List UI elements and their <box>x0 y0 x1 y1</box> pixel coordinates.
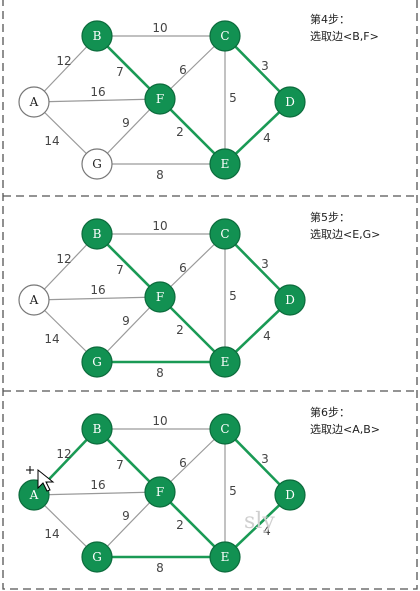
node-label-D: D <box>285 95 295 109</box>
step-description: 选取边<A,B> <box>310 423 380 436</box>
node-F <box>144 83 176 115</box>
edge-weight-F-E: 2 <box>176 518 184 532</box>
node-G <box>81 346 113 378</box>
node-B <box>81 20 113 52</box>
edge-weight-A-G: 14 <box>44 134 59 148</box>
node-label-E: E <box>221 157 230 171</box>
edge-weight-G-E: 8 <box>156 561 164 575</box>
edge-weight-D-E: 4 <box>263 524 271 538</box>
node-label-E: E <box>221 550 230 564</box>
node-label-G: G <box>92 157 102 171</box>
step-panel-4: 12 16 14 10 7 6 3 5 9 2 8 4 A B C D E F G 第4步： 选取边<B,F> <box>18 12 379 182</box>
edge-A-F <box>33 98 161 103</box>
edge-weight-A-G: 14 <box>44 527 59 541</box>
node-label-B: B <box>93 422 102 436</box>
node-label-G: G <box>92 550 102 564</box>
node-label-C: C <box>220 227 229 241</box>
node-F <box>144 281 176 313</box>
node-A <box>18 86 50 118</box>
edge-weight-C-F: 6 <box>179 63 187 77</box>
node-D <box>274 284 306 316</box>
node-A <box>18 479 50 511</box>
node-D <box>274 479 306 511</box>
node-label-F: F <box>156 290 164 304</box>
edge-weight-D-E: 4 <box>263 329 271 343</box>
node-label-C: C <box>220 29 229 43</box>
node-D <box>274 86 306 118</box>
node-B <box>81 218 113 250</box>
edge-A-F <box>33 296 161 301</box>
step-title: 第4步： <box>310 12 350 26</box>
node-A <box>18 284 50 316</box>
edge-weight-F-G: 9 <box>122 314 130 328</box>
node-C <box>209 413 241 445</box>
node-label-A: A <box>29 293 39 307</box>
edge-weight-B-F: 7 <box>116 458 124 472</box>
edge-weight-B-C: 10 <box>152 219 167 233</box>
step-title: 第6步： <box>310 405 350 419</box>
node-B <box>81 413 113 445</box>
step-panel-5: 12 16 14 10 7 6 3 5 9 2 8 4 A B C D E F G 第5步： 选取边<E,G> <box>3 195 417 380</box>
node-label-A: A <box>29 95 39 109</box>
edge-weight-A-F: 16 <box>90 478 105 492</box>
node-E <box>209 346 241 378</box>
edge-weight-D-E: 4 <box>263 131 271 145</box>
node-label-B: B <box>93 29 102 43</box>
edge-weight-B-F: 7 <box>116 263 124 277</box>
edge-weight-F-G: 9 <box>122 116 130 130</box>
node-G <box>81 541 113 573</box>
watermark-text: sly <box>244 509 275 534</box>
node-label-F: F <box>156 92 164 106</box>
edge-weight-B-F: 7 <box>116 65 124 79</box>
edge-weight-C-D: 3 <box>261 59 269 73</box>
edge-weight-C-E: 5 <box>229 91 237 105</box>
node-label-B: B <box>93 227 102 241</box>
edge-weight-A-B: 12 <box>56 252 71 266</box>
node-C <box>209 20 241 52</box>
node-E <box>209 541 241 573</box>
step-title: 第5步： <box>310 210 350 224</box>
edge-weight-A-G: 14 <box>44 332 59 346</box>
node-label-C: C <box>220 422 229 436</box>
edge-weight-B-C: 10 <box>152 21 167 35</box>
edge-weight-G-E: 8 <box>156 168 164 182</box>
cursor-arrow-icon <box>26 466 55 492</box>
node-F <box>144 476 176 508</box>
edge-weight-C-D: 3 <box>261 452 269 466</box>
edge-weight-F-E: 2 <box>176 125 184 139</box>
edge-weight-A-F: 16 <box>90 85 105 99</box>
node-label-E: E <box>221 355 230 369</box>
edge-weight-A-B: 12 <box>56 54 71 68</box>
node-label-D: D <box>285 293 295 307</box>
node-label-F: F <box>156 485 164 499</box>
edge-weight-C-D: 3 <box>261 257 269 271</box>
step-panel-6: 12 16 14 10 7 6 3 5 9 2 8 4 A B C D E F G 第6步： 选取边<A,B> <box>3 390 417 575</box>
step-description: 选取边<E,G> <box>310 228 380 241</box>
node-label-G: G <box>92 355 102 369</box>
edge-weight-G-E: 8 <box>156 366 164 380</box>
edge-weight-F-G: 9 <box>122 509 130 523</box>
edge-A-F <box>33 491 161 496</box>
node-label-A: A <box>29 488 39 502</box>
edge-weight-C-E: 5 <box>229 289 237 303</box>
node-G <box>81 148 113 180</box>
edge-weight-A-F: 16 <box>90 283 105 297</box>
edge-weight-A-B: 12 <box>56 447 71 461</box>
edge-weight-B-C: 10 <box>152 414 167 428</box>
node-E <box>209 148 241 180</box>
edge-weight-C-F: 6 <box>179 456 187 470</box>
edge-weight-F-E: 2 <box>176 323 184 337</box>
node-C <box>209 218 241 250</box>
node-label-D: D <box>285 488 295 502</box>
edge-weight-C-F: 6 <box>179 261 187 275</box>
edge-weight-C-E: 5 <box>229 484 237 498</box>
step-description: 选取边<B,F> <box>310 30 379 43</box>
